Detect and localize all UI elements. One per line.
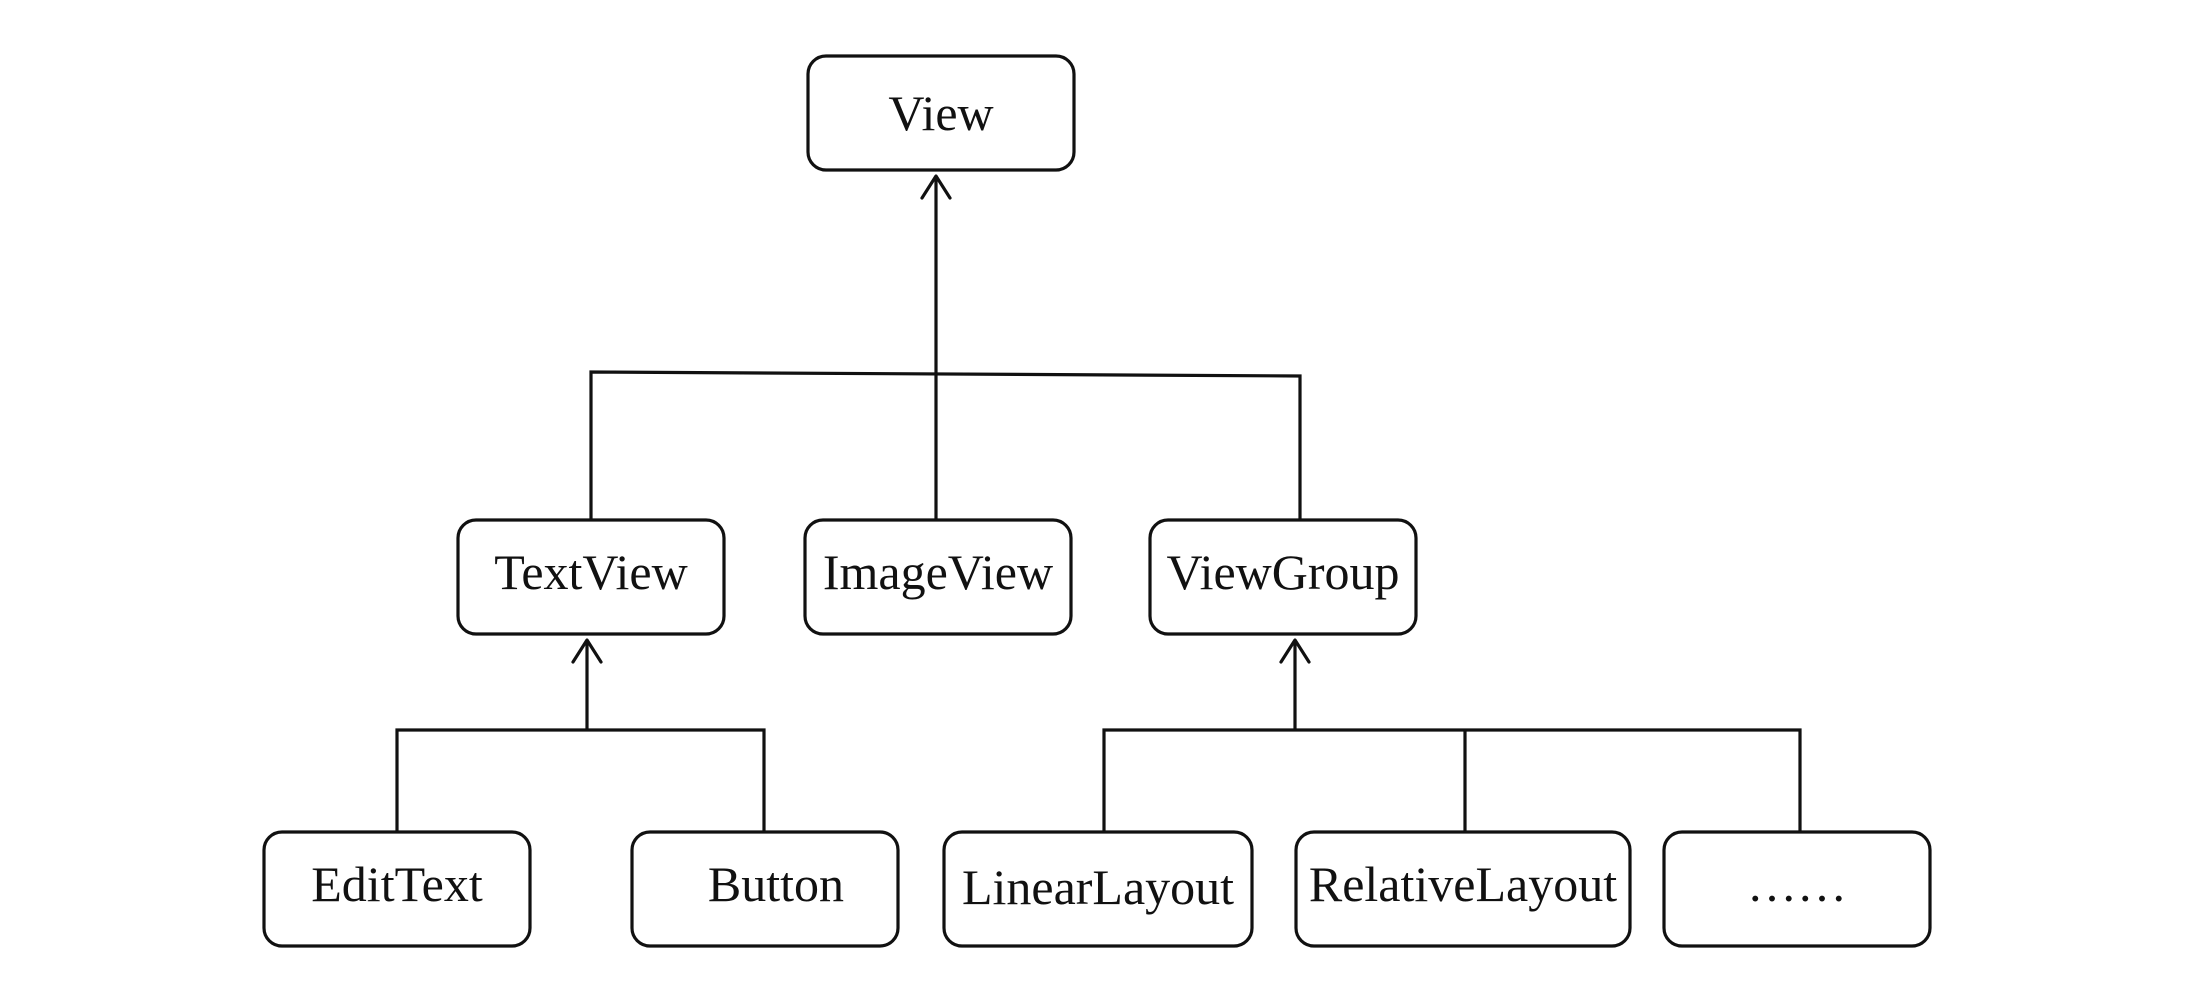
connector-view-bar — [589, 370, 1302, 520]
node-linearlayout-label: LinearLayout — [962, 859, 1234, 915]
node-viewgroup: ViewGroup — [1148, 518, 1418, 636]
node-more-box — [1662, 830, 1932, 948]
node-button-box — [630, 830, 900, 948]
connector-viewgroup-bar — [1102, 728, 1802, 832]
node-view: View — [806, 54, 1076, 172]
arrowhead-textview — [571, 638, 603, 664]
node-textview: TextView — [456, 518, 726, 636]
node-linearlayout: LinearLayout — [942, 830, 1254, 948]
node-imageview-label: ImageView — [823, 544, 1053, 600]
node-view-box — [806, 54, 1076, 172]
node-edittext-box — [262, 830, 532, 948]
node-more-label: …… — [1747, 856, 1847, 912]
node-relativelayout-label: RelativeLayout — [1309, 856, 1617, 912]
node-relativelayout-box — [1294, 830, 1632, 948]
node-button-label: Button — [708, 856, 844, 912]
arrowhead-view — [920, 174, 952, 200]
node-textview-label: TextView — [494, 544, 687, 600]
connector-textview-bar — [395, 728, 766, 832]
viewgroup-connectors — [1102, 638, 1802, 832]
view-connectors — [589, 174, 1302, 520]
node-viewgroup-box — [1148, 518, 1418, 636]
node-button: Button — [630, 830, 900, 948]
node-edittext: EditText — [262, 830, 532, 948]
node-more: …… — [1662, 830, 1932, 948]
textview-connectors — [395, 638, 766, 832]
node-textview-box — [456, 518, 726, 636]
arrowhead-viewgroup — [1279, 638, 1311, 664]
node-imageview-box — [803, 518, 1073, 636]
node-viewgroup-label: ViewGroup — [1166, 544, 1399, 600]
node-imageview: ImageView — [803, 518, 1073, 636]
node-edittext-label: EditText — [311, 856, 483, 912]
node-view-label: View — [888, 85, 993, 141]
node-linearlayout-box — [942, 830, 1254, 948]
node-relativelayout: RelativeLayout — [1294, 830, 1632, 948]
